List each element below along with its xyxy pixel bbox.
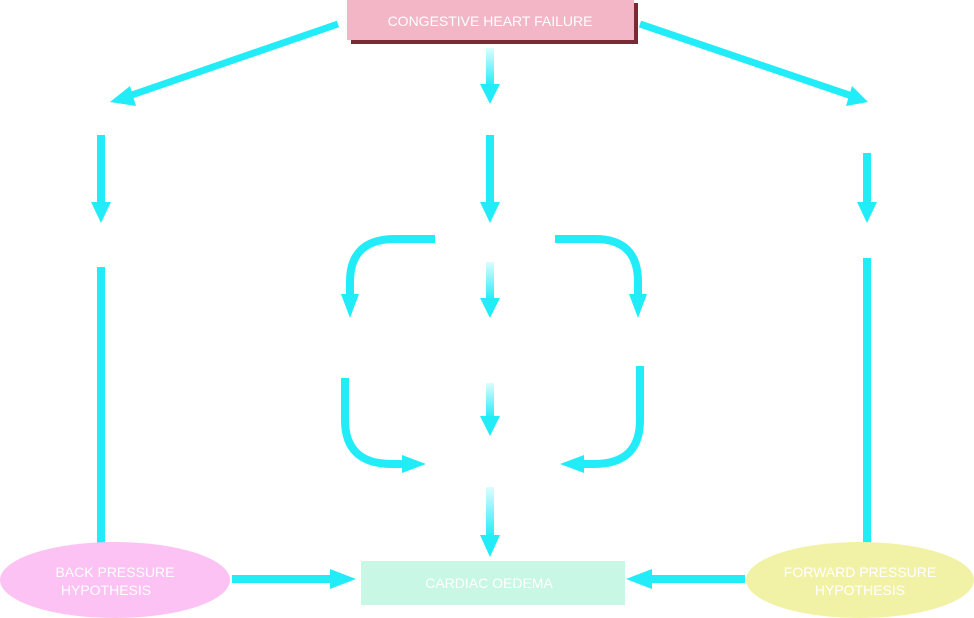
arrow-left-to-outcome — [232, 569, 356, 589]
back-pressure-ellipse — [0, 542, 230, 618]
title-box — [347, 0, 634, 40]
curve-arrow-lower-right — [560, 366, 644, 473]
curve-arrow-lower-left — [341, 378, 426, 473]
arrow-left-down — [91, 135, 111, 223]
arrow-top-right — [638, 20, 868, 106]
arrow-center-down-2 — [480, 262, 500, 318]
outcome-label: CARDIAC OEDEMA — [425, 575, 553, 591]
back-pressure-line1: BACK PRESSURE — [55, 564, 174, 580]
arrow-right-down — [857, 153, 877, 223]
forward-pressure-line2: HYPOTHESIS — [815, 582, 905, 598]
line-left-long — [97, 267, 105, 545]
forward-pressure-ellipse — [746, 542, 974, 618]
back-pressure-line2: HYPOTHESIS — [61, 582, 151, 598]
arrow-right-to-outcome — [626, 569, 745, 589]
arrow-center-down-4 — [480, 487, 500, 557]
line-right-long — [863, 258, 871, 545]
curve-arrow-upper-left — [341, 235, 435, 318]
title-label: CONGESTIVE HEART FAILURE — [388, 13, 593, 29]
forward-pressure-line1: FORWARD PRESSURE — [784, 564, 936, 580]
arrow-center-down-3 — [480, 383, 500, 436]
arrow-center-down-1 — [480, 135, 500, 223]
outcome-box — [361, 561, 625, 605]
arrow-top-left — [110, 20, 340, 106]
arrow-top-center — [480, 48, 500, 104]
curve-arrow-upper-right — [555, 235, 647, 318]
